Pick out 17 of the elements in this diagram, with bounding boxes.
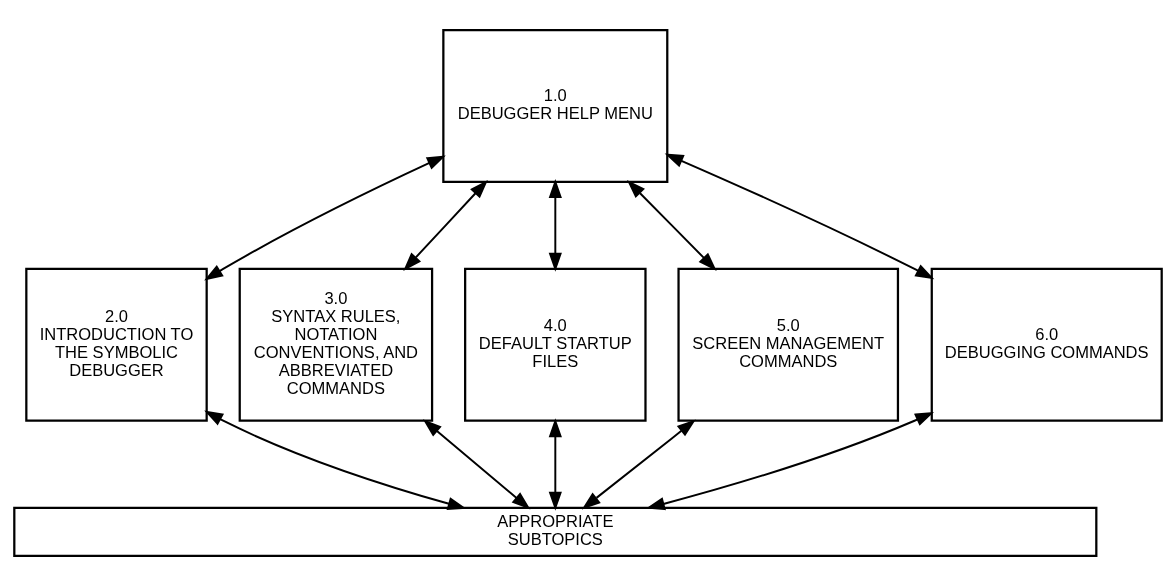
arrow	[626, 179, 717, 271]
arrow	[581, 418, 696, 510]
arrow	[204, 409, 467, 510]
node-box: 6.0 DEBUGGING COMMANDS	[930, 267, 1163, 422]
arrow	[403, 179, 488, 271]
node-box: 2.0 INTRODUCTION TO THE SYMBOLIC DEBUGGER	[25, 267, 208, 422]
node-box: 1.0 DEBUGGER HELP MENU	[442, 28, 669, 183]
node-box: 5.0 SCREEN MANAGEMENT COMMANDS	[677, 267, 900, 422]
arrow	[422, 418, 531, 510]
node-box: APPROPRIATE SUBTOPICS	[13, 506, 1098, 557]
arrow	[548, 178, 562, 272]
node-box: 3.0 SYNTAX RULES, NOTATION CONVENTIONS, AND ABBREVIATED COMMANDS	[238, 267, 434, 422]
arrow	[204, 154, 446, 281]
arrow	[548, 417, 562, 511]
node-box: 4.0 DEFAULT STARTUP FILES	[464, 267, 647, 422]
arrow	[645, 411, 934, 510]
arrow	[664, 153, 935, 279]
